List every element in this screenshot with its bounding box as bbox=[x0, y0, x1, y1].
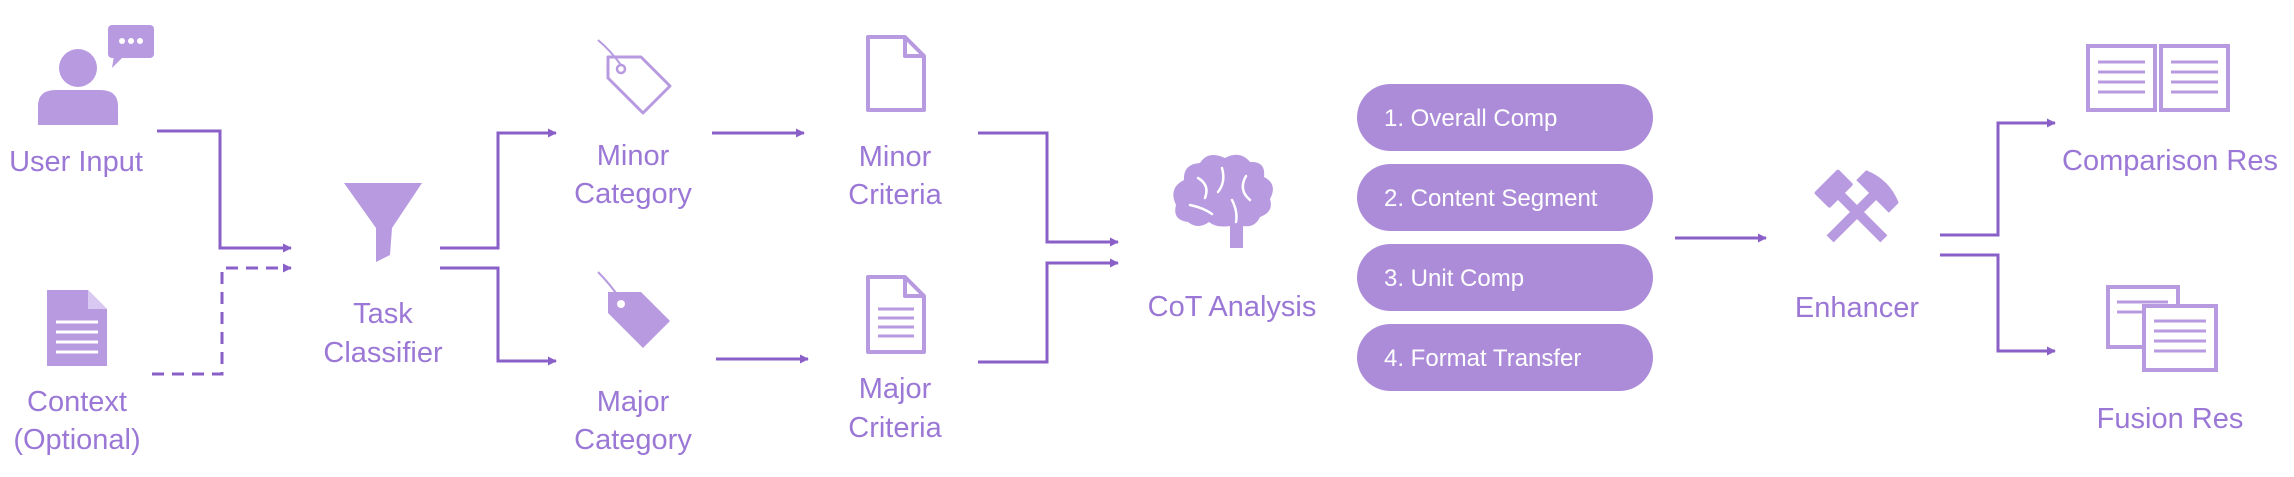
open-book-icon bbox=[2086, 44, 2230, 112]
connector-task-to-major-category bbox=[440, 266, 557, 366]
connectors bbox=[152, 118, 2056, 376]
step-2: 2. Content Segment bbox=[1357, 164, 1653, 231]
step-4-label: 4. Format Transfer bbox=[1384, 345, 1581, 372]
user-input-label: User Input bbox=[9, 146, 143, 178]
brain-icon bbox=[1173, 154, 1273, 248]
step-3: 3. Unit Comp bbox=[1357, 244, 1653, 311]
minor-criteria-label-line1: Minor bbox=[859, 141, 932, 173]
cot-analysis-label: CoT Analysis bbox=[1148, 291, 1317, 323]
minor-category-label-line1: Minor bbox=[597, 140, 670, 172]
task-classifier-label-line2: Classifier bbox=[323, 337, 443, 369]
connector-enhancer-to-fusion bbox=[1940, 253, 2056, 356]
step-2-label: 2. Content Segment bbox=[1384, 185, 1598, 212]
connector-user-to-task bbox=[157, 129, 292, 253]
major-category-label-line2: Category bbox=[574, 424, 692, 456]
context-label-line2: (Optional) bbox=[13, 424, 140, 456]
major-criteria-label-line2: Criteria bbox=[848, 412, 942, 444]
connector-task-to-minor-category bbox=[440, 128, 557, 250]
lined-document-icon bbox=[866, 275, 926, 354]
step-1-label: 1. Overall Comp bbox=[1384, 105, 1557, 132]
connector-minor-criteria-to-cot bbox=[978, 131, 1119, 247]
minor-category-label-line2: Category bbox=[574, 178, 692, 210]
task-classifier-label-line1: Task bbox=[353, 298, 413, 330]
connector-enhancer-to-comparison bbox=[1940, 118, 2056, 237]
funnel-icon bbox=[344, 183, 422, 262]
step-4: 4. Format Transfer bbox=[1357, 324, 1653, 391]
step-1: 1. Overall Comp bbox=[1357, 84, 1653, 151]
steps-list: 1. Overall Comp 2. Content Segment 3. Un… bbox=[1357, 84, 1653, 391]
comparison-res-label: Comparison Res bbox=[2062, 145, 2278, 177]
user-speech-icon bbox=[38, 25, 154, 125]
fusion-res-label: Fusion Res bbox=[2097, 403, 2244, 435]
tag-outline-icon bbox=[597, 39, 672, 115]
tag-filled-icon bbox=[597, 271, 670, 348]
hammer-pick-icon bbox=[1814, 169, 1899, 243]
context-label-line1: Context bbox=[27, 386, 127, 418]
minor-criteria-label-line2: Criteria bbox=[848, 179, 942, 211]
major-category-label-line1: Major bbox=[597, 386, 670, 418]
major-criteria-label-line1: Major bbox=[859, 373, 932, 405]
step-3-label: 3. Unit Comp bbox=[1384, 265, 1524, 292]
document-icon bbox=[47, 290, 107, 366]
blank-document-icon bbox=[866, 35, 926, 112]
enhancer-label: Enhancer bbox=[1795, 292, 1919, 324]
stacked-documents-icon bbox=[2106, 285, 2218, 372]
connector-major-criteria-to-cot bbox=[978, 258, 1119, 364]
connector-context-to-task bbox=[152, 263, 292, 376]
